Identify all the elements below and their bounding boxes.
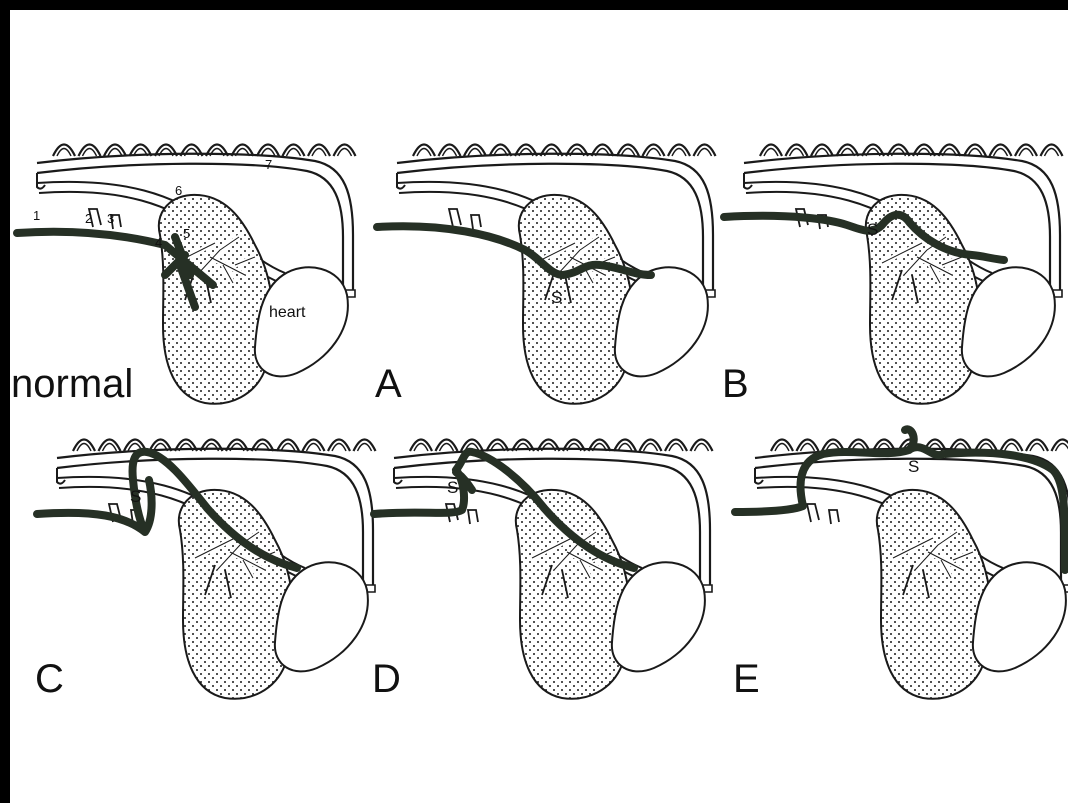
panel-label-E: E (733, 657, 760, 701)
panel-label-A: A (375, 362, 402, 406)
panel-D: DS (372, 440, 713, 702)
vessel-number-3: 3 (107, 211, 114, 226)
vessel-number-2: 2 (85, 211, 92, 226)
vessel-number-5: 5 (183, 226, 190, 241)
portal-vessel-C (37, 452, 297, 568)
portal-vessel-D (374, 452, 634, 568)
panel-label-B: B (722, 362, 749, 406)
panel-label-normal: normal (11, 362, 133, 406)
shunt-label-E: S (908, 457, 919, 476)
portal-vessel-B (724, 215, 1004, 260)
vessel-number-1: 1 (33, 208, 40, 223)
panel-label-D: D (372, 657, 401, 701)
vessel-number-4: 4 (155, 235, 162, 250)
panel-label-C: C (35, 657, 64, 701)
shunt-label-D: S (447, 478, 458, 497)
panel-B: BS (722, 145, 1063, 407)
shunt-label-B: S (867, 220, 878, 239)
vessel-number-7: 7 (265, 157, 272, 172)
shunt-label-A: S (551, 288, 562, 307)
heart-label: heart (269, 304, 306, 321)
shunt-label-C: S (130, 487, 141, 506)
vessel-number-6: 6 (175, 183, 182, 198)
panel-A: AS (375, 145, 716, 407)
panel-E: ES (733, 429, 1068, 701)
panel-C: CS (35, 440, 376, 702)
